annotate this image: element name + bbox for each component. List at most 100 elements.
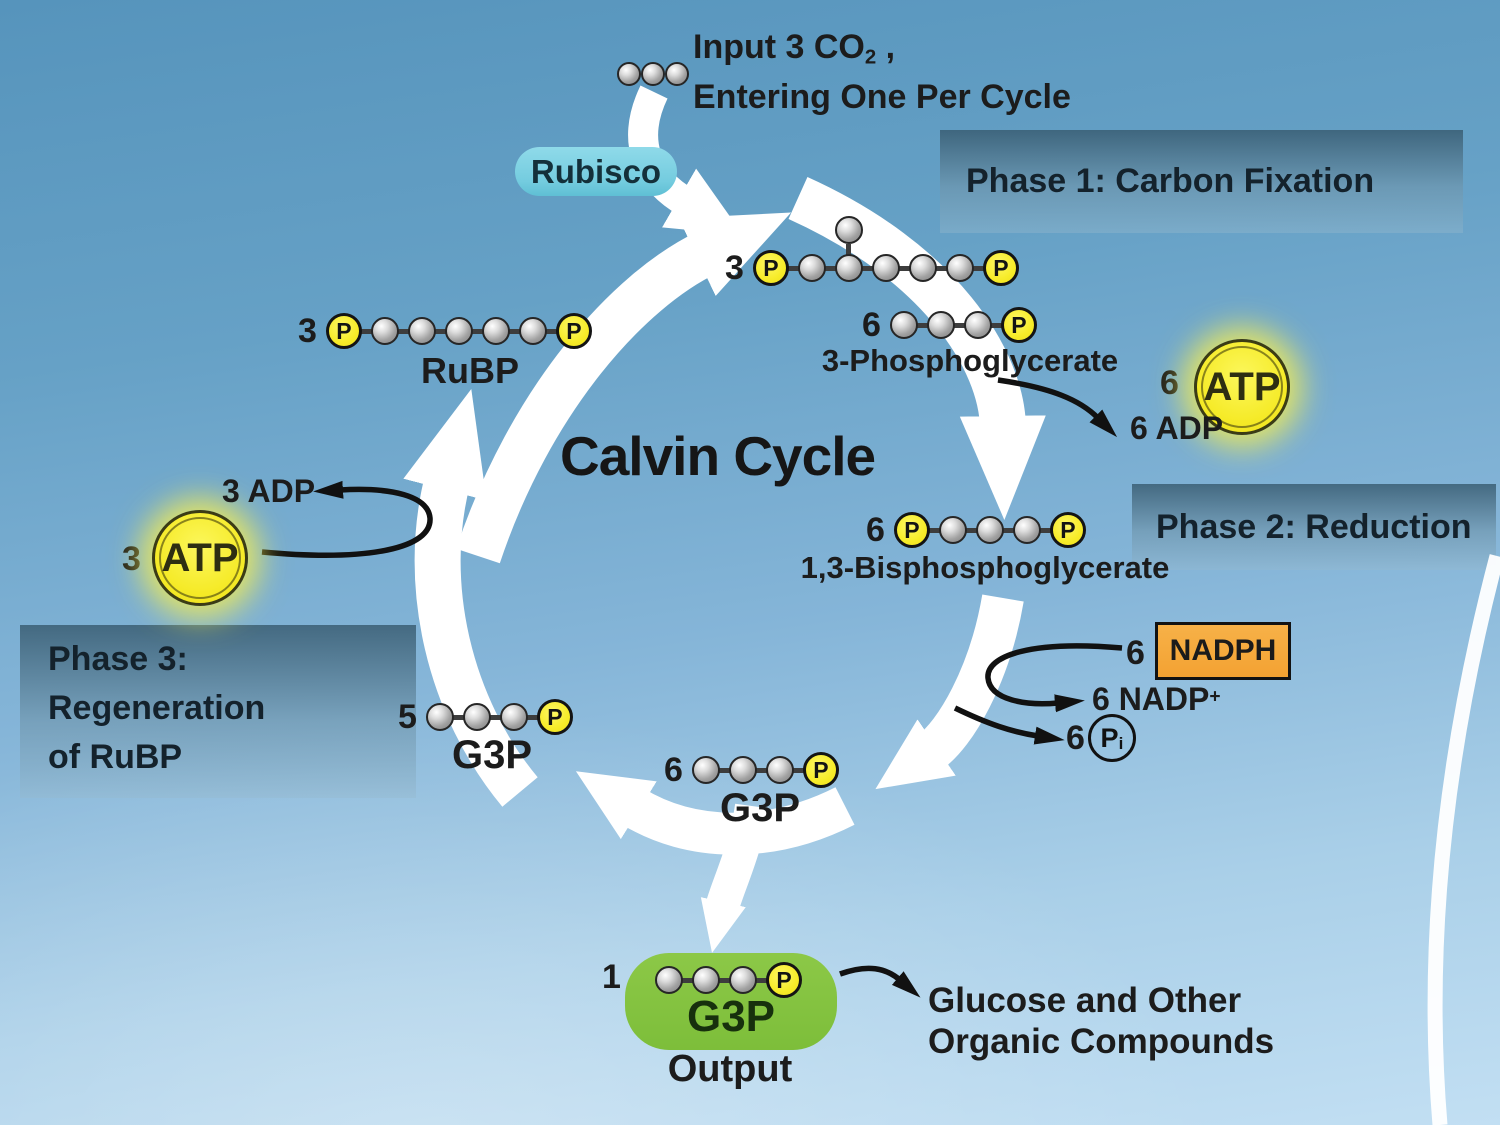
carbon-node xyxy=(641,62,665,86)
carbon-node xyxy=(975,516,1004,544)
bond xyxy=(717,767,731,773)
g3p-cycle-coefficient: 6 xyxy=(664,751,683,789)
molecule-node xyxy=(728,756,757,784)
phosphate-node: P xyxy=(555,313,592,349)
bond xyxy=(989,322,1003,328)
molecule-node: P xyxy=(893,512,930,548)
molecule-node xyxy=(1012,516,1041,544)
nadp-main: 6 NADP xyxy=(1092,681,1210,717)
bpg-coefficient: 6 xyxy=(866,511,885,549)
bond xyxy=(1038,527,1052,533)
phosphate-node: P xyxy=(752,250,789,286)
atp-left-circle: ATP xyxy=(152,510,248,606)
glucose-line1: Glucose and Other xyxy=(928,981,1242,1020)
nadph-to-nadp-arrow xyxy=(985,643,1123,713)
phase3-line1: Phase 3: xyxy=(48,640,188,678)
regeneration-arrow xyxy=(403,388,538,807)
g3p-output-molecule: P xyxy=(655,962,802,998)
molecule-node xyxy=(518,317,547,345)
bond xyxy=(544,328,558,334)
carbon-node xyxy=(945,254,974,282)
phosphate-node: P xyxy=(1049,512,1086,548)
co2-chain xyxy=(617,62,689,86)
carbon-node xyxy=(499,703,528,731)
molecule-node xyxy=(370,317,399,345)
bond xyxy=(451,714,465,720)
carbon-node xyxy=(728,756,757,784)
carbon-node xyxy=(908,254,937,282)
molecule-node xyxy=(908,254,937,282)
atp-to-adp6-arrow xyxy=(997,377,1118,438)
carbon-node xyxy=(797,254,826,282)
atp-left-label: ATP xyxy=(161,535,239,580)
g3p-left-coefficient: 5 xyxy=(398,698,417,736)
carbon-node xyxy=(834,254,863,282)
carbon-branch xyxy=(834,216,863,257)
input-line1-sub: 2 xyxy=(864,46,877,69)
input-caption: Input 3 CO2 , Entering One Per Cycle xyxy=(693,28,1071,117)
molecule-node xyxy=(945,254,974,282)
phosphate-node: P xyxy=(1000,307,1037,343)
carbon-node xyxy=(889,311,918,339)
atp-to-adp3-arrow xyxy=(261,480,433,558)
atp-right-label: ATP xyxy=(1203,364,1281,409)
molecule-node: P xyxy=(1000,307,1037,343)
carbon-node xyxy=(655,966,683,994)
phosphate-node: P xyxy=(536,699,573,735)
edge-swoosh xyxy=(1427,554,1500,1125)
bond xyxy=(786,265,800,271)
molecule-node xyxy=(938,516,967,544)
molecule-node: P xyxy=(325,313,362,349)
pga-coefficient: 6 xyxy=(862,306,881,344)
bond xyxy=(525,714,539,720)
g3p-left-molecule: 5 P xyxy=(398,699,573,735)
bond xyxy=(952,322,966,328)
carbon-node xyxy=(444,317,473,345)
phosphate-node: P xyxy=(325,313,362,349)
bond xyxy=(791,767,805,773)
g3p-left-label: G3P xyxy=(451,733,533,777)
carbon-node xyxy=(665,62,689,86)
molecule-node xyxy=(655,966,683,994)
bond xyxy=(846,244,852,257)
g3p-output-label: G3P xyxy=(686,992,776,1041)
g3p-left-chain: P xyxy=(425,699,573,735)
input-line2: Entering One Per Cycle xyxy=(693,77,1071,116)
bond xyxy=(1001,527,1015,533)
six-carbon-coefficient: 3 xyxy=(725,249,744,287)
phosphate-node: P xyxy=(802,752,839,788)
carbon-node xyxy=(481,317,510,345)
molecule-node xyxy=(481,317,510,345)
carbon-node xyxy=(926,311,955,339)
molecule-node xyxy=(926,311,955,339)
g3p-to-glucose-arrow xyxy=(839,965,921,998)
molecule-node xyxy=(975,516,1004,544)
phase3-line2: Regeneration xyxy=(48,689,266,727)
atp-ring xyxy=(1201,346,1283,428)
atp-ring xyxy=(159,517,241,599)
bond xyxy=(507,328,521,334)
rubisco-pill: Rubisco xyxy=(515,147,677,196)
bond xyxy=(718,977,731,983)
phase2-box: Phase 2: Reduction xyxy=(1132,484,1496,570)
pga-label: 3-Phosphoglycerate xyxy=(821,343,1119,378)
atp-right-circle: ATP xyxy=(1194,339,1290,435)
carbon-node xyxy=(425,703,454,731)
carbon-node xyxy=(834,216,863,244)
nadph-box: NADPH xyxy=(1155,622,1291,680)
pi-release-arrow xyxy=(953,705,1065,745)
molecule-node xyxy=(834,216,863,282)
molecule-node xyxy=(871,254,900,282)
glucose-caption: Glucose and Other Organic Compounds xyxy=(928,980,1274,1062)
carbon-node xyxy=(871,254,900,282)
bond xyxy=(971,265,985,271)
molecule-node xyxy=(729,966,757,994)
adp-left-label: 3 ADP xyxy=(222,473,316,509)
molecule-node xyxy=(765,756,794,784)
molecule-node xyxy=(462,703,491,731)
rubp-to-fixation-arrow xyxy=(456,212,792,564)
adp-right-label: 6 ADP xyxy=(1130,410,1224,446)
g3p-output-coefficient: 1 xyxy=(602,958,621,996)
